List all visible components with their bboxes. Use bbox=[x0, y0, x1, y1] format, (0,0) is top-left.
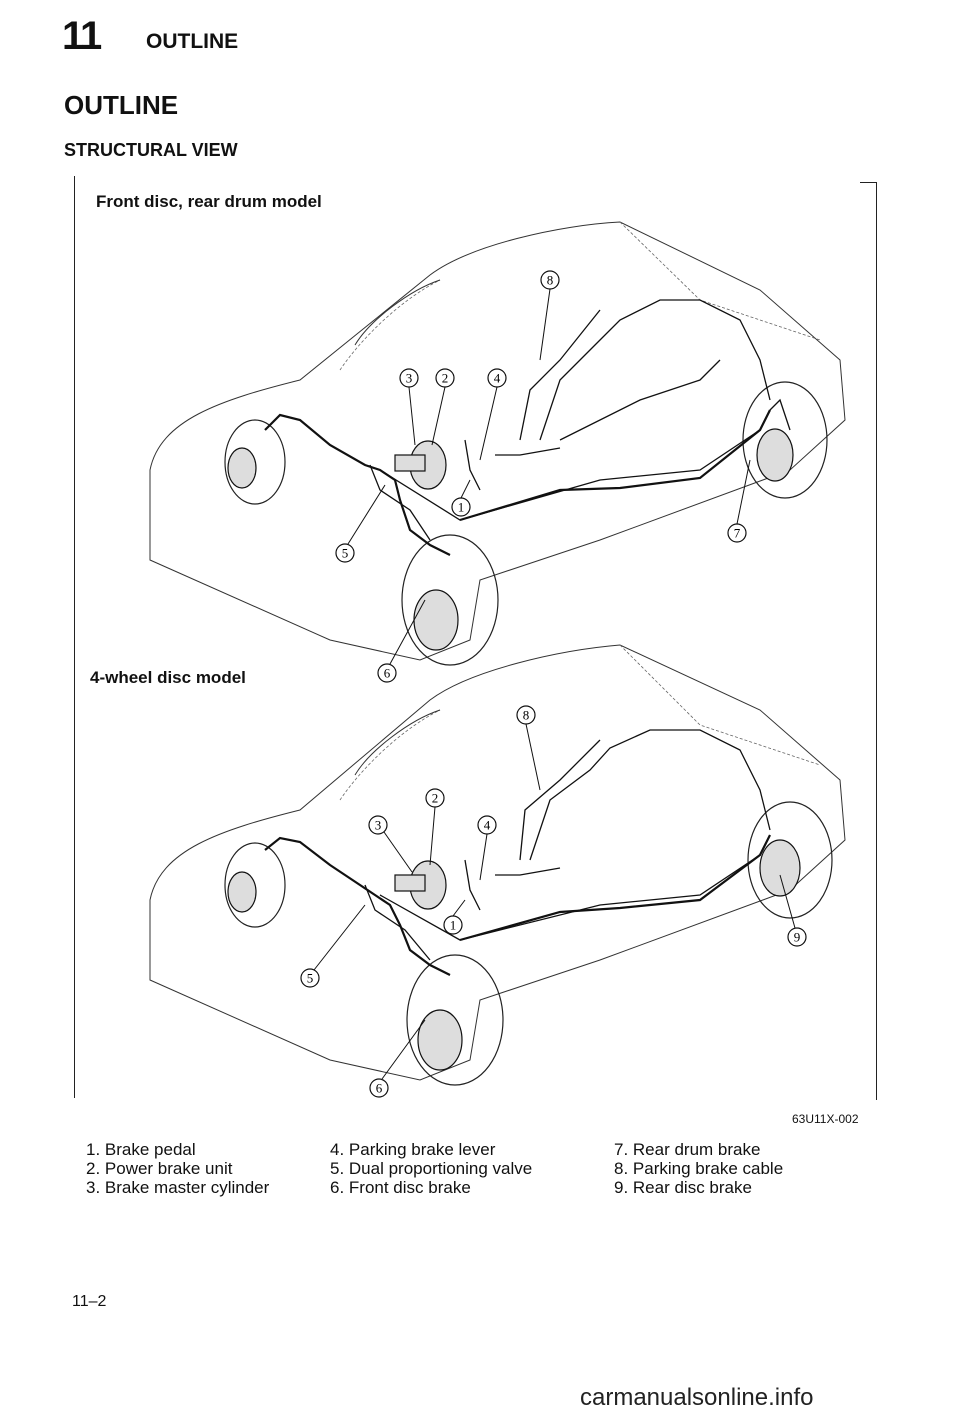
legend-item-8: 8. Parking brake cable bbox=[614, 1159, 784, 1178]
callout-8-fig2: 8 bbox=[516, 705, 536, 725]
svg-text:2: 2 bbox=[432, 791, 439, 806]
svg-text:9: 9 bbox=[794, 930, 801, 945]
figure-frame-right bbox=[876, 182, 877, 1100]
svg-text:1: 1 bbox=[450, 918, 457, 933]
watermark: carmanualsonline.info bbox=[580, 1384, 814, 1411]
svg-text:8: 8 bbox=[523, 708, 530, 723]
page-title: OUTLINE bbox=[64, 90, 179, 120]
callout-1-fig2: 1 bbox=[443, 915, 463, 935]
svg-text:1: 1 bbox=[458, 500, 465, 515]
svg-text:2: 2 bbox=[442, 371, 449, 386]
legend-item-5: 5. Dual proportioning valve bbox=[330, 1159, 533, 1178]
figure-frame-tick bbox=[860, 182, 876, 183]
section-title: OUTLINE bbox=[146, 30, 239, 53]
callout-2-fig2: 2 bbox=[425, 788, 445, 808]
page-number: 11–2 bbox=[72, 1293, 107, 1310]
legend-item-1: 1. Brake pedal bbox=[86, 1140, 196, 1159]
callout-4-fig2: 4 bbox=[477, 815, 497, 835]
callout-2-fig1: 2 bbox=[435, 368, 455, 388]
figure-caption-1: Front disc, rear drum model bbox=[96, 192, 322, 211]
legend-column-2: 4. Parking brake lever 5. Dual proportio… bbox=[330, 1140, 532, 1197]
legend-column-1: 1. Brake pedal 2. Power brake unit 3. Br… bbox=[86, 1140, 269, 1197]
svg-text:5: 5 bbox=[307, 971, 314, 986]
legend-item-9: 9. Rear disc brake bbox=[614, 1178, 752, 1197]
callout-7-fig1: 7 bbox=[727, 523, 747, 543]
svg-text:3: 3 bbox=[406, 371, 413, 386]
legend-item-7: 7. Rear drum brake bbox=[614, 1140, 761, 1159]
legend-item-4: 4. Parking brake lever bbox=[330, 1140, 496, 1159]
callout-3-fig1: 3 bbox=[399, 368, 419, 388]
svg-text:7: 7 bbox=[734, 526, 741, 541]
subtitle: STRUCTURAL VIEW bbox=[64, 140, 238, 160]
figure-2-drawing: 8 2 3 4 1 5 9 6 bbox=[149, 644, 846, 1098]
callout-5-fig2: 5 bbox=[300, 968, 320, 988]
legend-column-3: 7. Rear drum brake 8. Parking brake cabl… bbox=[614, 1140, 783, 1197]
callout-5-fig1: 5 bbox=[335, 543, 355, 563]
section-number: 11 bbox=[62, 14, 102, 58]
callout-9-fig2: 9 bbox=[787, 927, 807, 947]
callout-6-fig1: 6 bbox=[377, 663, 397, 683]
callout-6-fig2: 6 bbox=[369, 1078, 389, 1098]
svg-text:3: 3 bbox=[375, 818, 382, 833]
legend-item-6: 6. Front disc brake bbox=[330, 1178, 471, 1197]
svg-text:4: 4 bbox=[494, 371, 501, 386]
svg-text:5: 5 bbox=[342, 546, 349, 561]
legend-item-3: 3. Brake master cylinder bbox=[86, 1178, 270, 1197]
svg-text:6: 6 bbox=[376, 1081, 383, 1096]
callout-8-fig1: 8 bbox=[540, 270, 560, 290]
figure-code: 63U11X-002 bbox=[792, 1112, 859, 1126]
figure-frame-left bbox=[74, 176, 75, 1098]
figure-1-drawing: 8 3 2 4 1 5 7 6 bbox=[149, 221, 846, 683]
callout-4-fig1: 4 bbox=[487, 368, 507, 388]
figure-caption-2: 4-wheel disc model bbox=[90, 668, 246, 687]
svg-text:4: 4 bbox=[484, 818, 491, 833]
callout-3-fig2: 3 bbox=[368, 815, 388, 835]
svg-text:8: 8 bbox=[547, 273, 554, 288]
svg-text:6: 6 bbox=[384, 666, 391, 681]
legend-item-2: 2. Power brake unit bbox=[86, 1159, 233, 1178]
callout-1-fig1: 1 bbox=[451, 497, 471, 517]
